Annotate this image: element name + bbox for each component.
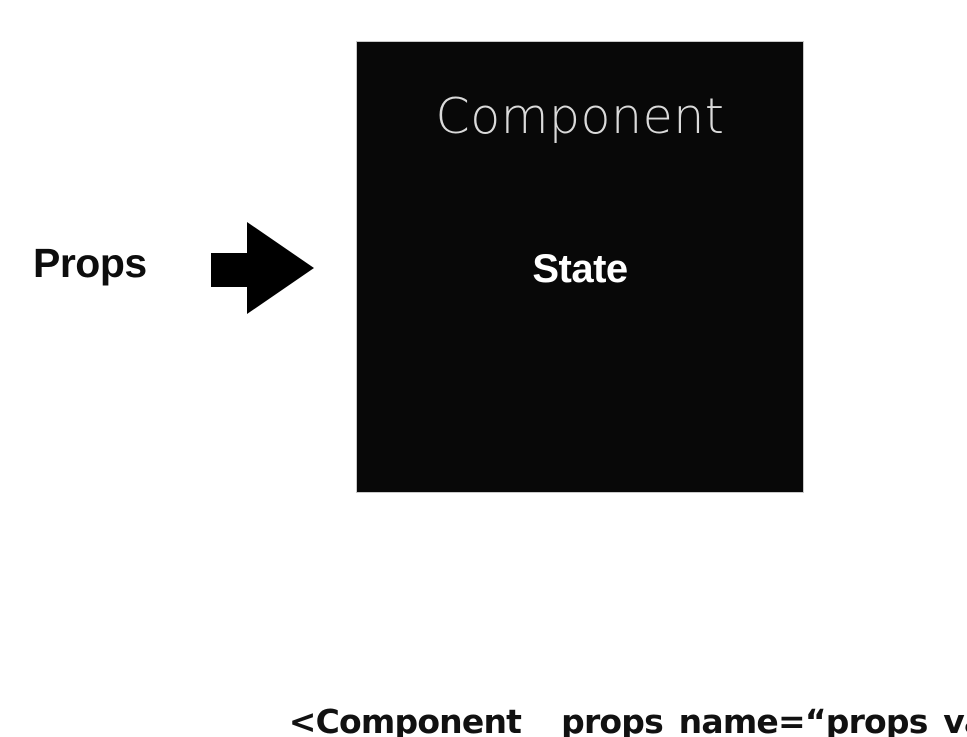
code-snippet-tag: <Component bbox=[288, 702, 522, 737]
props-label: Props bbox=[33, 240, 147, 286]
right-block-arrow-icon bbox=[210, 220, 316, 316]
component-box: Component State bbox=[357, 42, 803, 492]
component-state-label: State bbox=[532, 247, 628, 291]
code-snippet-attribute: props_name=“props_value” bbox=[561, 702, 967, 737]
component-box-title: Component bbox=[435, 88, 725, 145]
code-snippet: <Component props_name=“props_value” bbox=[246, 668, 967, 737]
